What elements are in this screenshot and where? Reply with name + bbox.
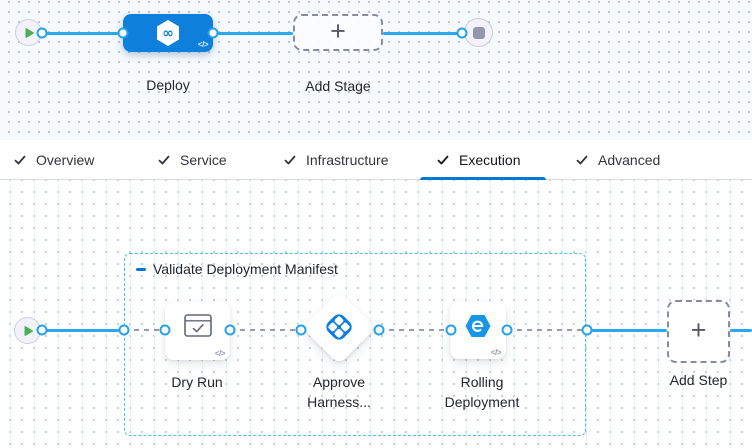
step-label-dry-run: Dry Run	[171, 374, 223, 390]
step-connector-line	[42, 328, 124, 332]
yaml-code-icon: </>	[214, 349, 226, 358]
step-group-header[interactable]: Validate Deployment Manifest	[136, 261, 338, 277]
pipeline-end-node	[464, 18, 493, 47]
stage-connector-line	[42, 31, 123, 35]
tab-infrastructure[interactable]: Infrastructure	[283, 140, 388, 179]
connector-port	[373, 324, 385, 336]
step-node-dry-run[interactable]: </>	[165, 302, 230, 360]
connector-port	[118, 324, 130, 336]
play-icon	[24, 325, 33, 336]
connector-port	[456, 27, 468, 39]
active-tab-underline	[420, 177, 546, 180]
connector-port	[117, 27, 129, 39]
step-connector-line	[587, 328, 667, 332]
tab-overview[interactable]: Overview	[13, 140, 94, 179]
connector-port	[36, 324, 48, 336]
step-label-approve: Approve Harness...	[307, 374, 371, 410]
check-icon	[14, 155, 26, 164]
play-icon	[25, 27, 34, 38]
connector-port	[501, 324, 513, 336]
collapse-icon[interactable]	[136, 267, 146, 271]
yaml-code-icon: </>	[197, 40, 209, 49]
step-connector-dashed	[379, 329, 451, 331]
connector-port	[159, 324, 171, 336]
check-icon	[576, 155, 588, 164]
connector-port	[581, 324, 593, 336]
stage-connector-line	[383, 31, 462, 35]
stage-label: Deploy	[146, 77, 190, 93]
step-group-title: Validate Deployment Manifest	[153, 261, 338, 277]
add-step-label: Add Step	[669, 372, 728, 388]
stage-canvas: ∞ </> + Deploy Add Stage	[0, 0, 752, 140]
plus-icon: +	[690, 315, 707, 345]
step-group-container: Validate Deployment Manifest	[124, 253, 586, 436]
tab-execution[interactable]: Execution	[436, 140, 520, 179]
add-step-button[interactable]: +	[667, 300, 730, 363]
execution-canvas: Validate Deployment Manifest </>	[0, 180, 752, 448]
check-icon	[158, 155, 170, 164]
connector-port	[295, 324, 307, 336]
yaml-code-icon: </>	[490, 348, 502, 357]
tab-service[interactable]: Service	[157, 140, 227, 179]
add-stage-button[interactable]: +	[293, 14, 383, 51]
step-node-rolling-deployment[interactable]: </>	[450, 302, 506, 359]
step-connector-dashed	[230, 329, 301, 331]
svg-text:∞: ∞	[162, 26, 174, 42]
step-connector-dashed	[507, 329, 587, 331]
stage-config-tabbar: Overview Service Infrastructure Executio…	[0, 140, 752, 180]
dry-run-checklist-icon	[183, 314, 212, 337]
connector-port	[36, 27, 48, 39]
step-label-rolling-deployment: Rolling Deployment	[444, 374, 520, 410]
stop-icon	[472, 26, 485, 39]
connector-port	[445, 324, 457, 336]
step-connector-dashed	[124, 329, 165, 331]
stage-connector-line	[213, 31, 293, 35]
connector-port	[224, 324, 236, 336]
stage-node-deploy[interactable]: ∞ </>	[123, 14, 213, 52]
connector-port	[207, 27, 219, 39]
harness-cd-icon: ∞	[157, 20, 179, 46]
plus-icon: +	[330, 16, 346, 46]
tab-advanced[interactable]: Advanced	[575, 140, 660, 179]
rolling-deployment-icon	[465, 315, 491, 337]
check-icon	[284, 155, 296, 164]
check-icon	[437, 155, 449, 164]
step-connector-line	[730, 328, 752, 332]
add-stage-label: Add Stage	[305, 78, 371, 94]
